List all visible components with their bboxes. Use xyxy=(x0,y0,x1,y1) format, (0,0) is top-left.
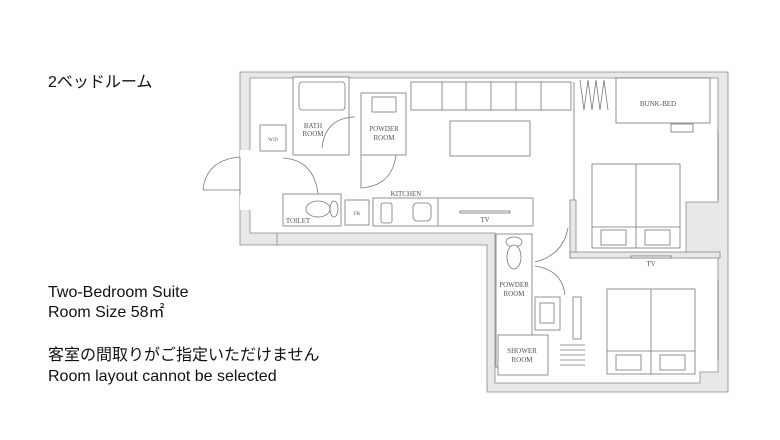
label-kitchen: KITCHEN xyxy=(391,190,422,198)
stove xyxy=(380,202,393,224)
bath-door xyxy=(321,116,356,149)
notice-ja: 客室の間取りがご指定いただけません xyxy=(48,347,320,364)
toilet-lower-icon xyxy=(506,244,522,270)
label-powder-room: ROOM xyxy=(373,134,395,142)
ladder xyxy=(670,123,694,133)
lower-doors xyxy=(534,227,569,296)
room-size: Room Size 58㎡ xyxy=(48,304,165,321)
label-wd: W/D xyxy=(268,138,278,143)
notice-en: Room layout cannot be selected xyxy=(48,368,277,385)
room-type: Two-Bedroom Suite xyxy=(48,284,189,301)
tv-bedroom xyxy=(630,255,672,259)
label-powder-lower: POWDER xyxy=(499,281,529,289)
label-powder: POWDER xyxy=(369,125,399,133)
toilet-icon xyxy=(305,200,331,218)
label-toilet: TOILET xyxy=(286,217,311,225)
fridge xyxy=(344,199,370,226)
label-tv-bedroom: TV xyxy=(646,260,655,268)
label-powder-lower-room: ROOM xyxy=(503,290,525,298)
label-tv-kitchen: TV xyxy=(480,216,489,224)
closet-hangers-lower xyxy=(560,344,585,366)
bunk-bed xyxy=(615,77,711,124)
toilet-door xyxy=(282,157,319,195)
shower-room xyxy=(497,334,549,376)
label-bunk-bed: BUNK-BED xyxy=(640,100,676,108)
kitchen-sink xyxy=(412,202,432,222)
label-fr: FR xyxy=(354,212,361,217)
washer-dryer xyxy=(259,124,287,152)
heading-ja: 2ベッドルーム xyxy=(48,74,153,91)
sink xyxy=(371,96,397,113)
label-shower-room: ROOM xyxy=(511,356,533,364)
label-bath-room: ROOM xyxy=(302,130,324,138)
closet-hangers xyxy=(579,79,609,111)
label-bath: BATH xyxy=(304,122,322,130)
label-shower: SHOWER xyxy=(507,347,537,355)
dining-table xyxy=(449,120,531,157)
powder-door xyxy=(360,154,397,189)
sink-lower xyxy=(539,302,555,324)
bathtub xyxy=(298,81,346,111)
entry-door xyxy=(202,156,241,195)
tv-kitchen xyxy=(459,210,511,214)
